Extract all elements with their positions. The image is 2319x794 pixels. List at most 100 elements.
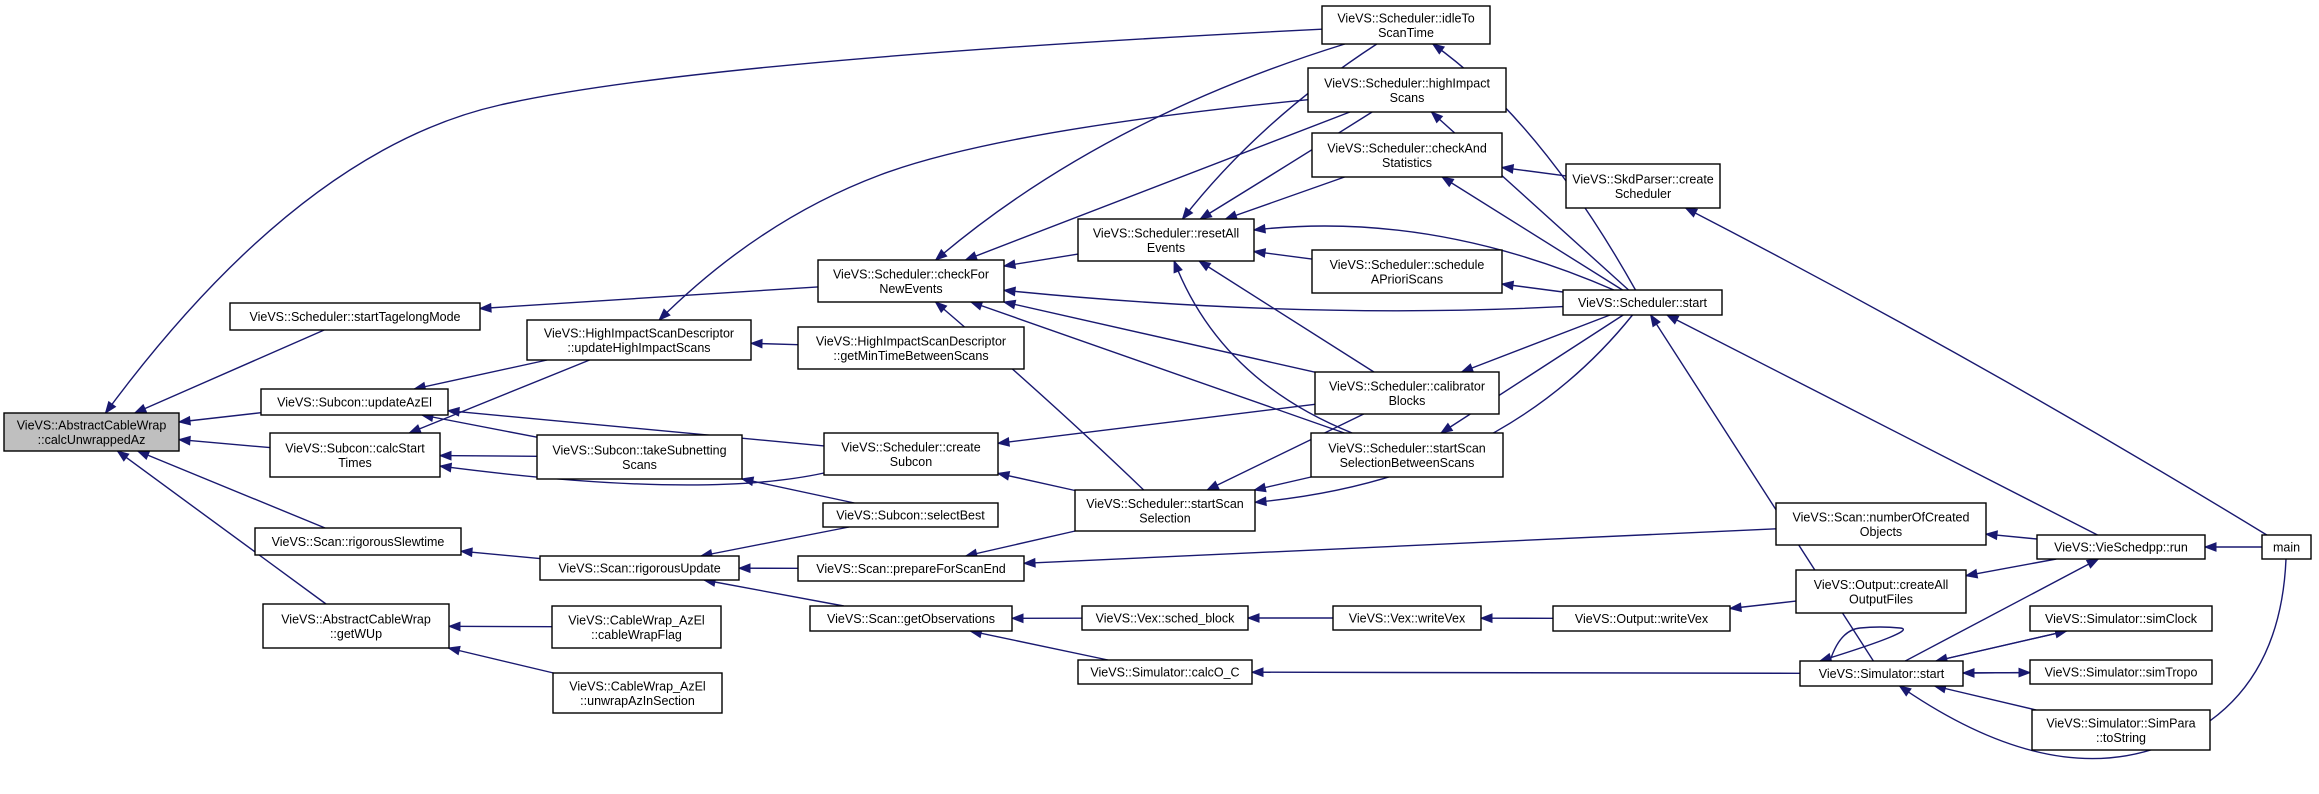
- edge-line: [658, 99, 1309, 321]
- edge-arrowhead: [2018, 667, 2032, 678]
- node-layer: VieVS::AbstractCableWrap::calcUnwrappedA…: [3, 5, 2312, 751]
- node-box[interactable]: [229, 302, 481, 331]
- node-box[interactable]: [809, 605, 1013, 632]
- edge-arrowhead: [136, 450, 151, 460]
- node-box[interactable]: [1077, 218, 1255, 262]
- call-edge: [1253, 476, 1312, 493]
- node-simulator-simpara-tostring[interactable]: VieVS::Simulator::SimPara::toString: [2031, 709, 2211, 751]
- node-label: VieVS::HighImpactScanDescriptor: [816, 334, 1006, 348]
- node-box[interactable]: [1799, 660, 1964, 687]
- edge-arrowhead: [104, 400, 117, 415]
- node-box[interactable]: [2036, 534, 2206, 560]
- node-scheduler-start[interactable]: VieVS::Scheduler::start: [1562, 289, 1723, 316]
- node-subcon-updateazel[interactable]: VieVS::Subcon::updateAzEl: [260, 388, 449, 416]
- node-box[interactable]: [822, 502, 999, 528]
- edge-line: [104, 28, 1323, 414]
- node-scan-rigorousslewtime[interactable]: VieVS::Scan::rigorousSlewtime: [254, 527, 462, 556]
- node-box[interactable]: [539, 555, 740, 581]
- node-box[interactable]: [551, 605, 722, 649]
- node-box[interactable]: [797, 555, 1025, 582]
- node-box[interactable]: [2029, 605, 2213, 632]
- call-edge: [104, 28, 1323, 415]
- node-box[interactable]: [2029, 659, 2213, 685]
- node-cablewrap-azel-cablewrapflag[interactable]: VieVS::CableWrap_AzEl::cableWrapFlag: [551, 605, 722, 649]
- node-abstractcablewrap-calcunwrappedaz[interactable]: VieVS::AbstractCableWrap::calcUnwrappedA…: [3, 412, 180, 452]
- call-edge: [478, 286, 819, 313]
- node-highimpactscandescriptor-getmintimebetweenscans[interactable]: VieVS::HighImpactScanDescriptor::getMinT…: [797, 326, 1025, 370]
- node-scheduler-starttagelongmode[interactable]: VieVS::Scheduler::startTagelongMode: [229, 302, 481, 331]
- node-box[interactable]: [526, 319, 752, 361]
- node-box[interactable]: [1310, 432, 1504, 478]
- node-box[interactable]: [1562, 289, 1723, 316]
- call-edge: [964, 530, 1076, 559]
- node-box[interactable]: [817, 259, 1005, 303]
- node-box[interactable]: [1332, 605, 1482, 631]
- node-box[interactable]: [260, 388, 449, 416]
- node-simulator-simtropo[interactable]: VieVS::Simulator::simTropo: [2029, 659, 2213, 685]
- node-box[interactable]: [1795, 569, 1967, 614]
- node-box[interactable]: [1775, 502, 1987, 546]
- node-main[interactable]: main: [2261, 534, 2312, 560]
- node-box[interactable]: [3, 412, 180, 452]
- edge-arrowhead: [969, 301, 984, 311]
- node-box[interactable]: [1081, 605, 1249, 631]
- node-scheduler-startscanselectionbetweenscans[interactable]: VieVS::Scheduler::startScanSelectionBetw…: [1310, 432, 1504, 478]
- edge-arrowhead: [447, 645, 461, 656]
- node-box[interactable]: [797, 326, 1025, 370]
- call-edge: [702, 577, 844, 607]
- node-scan-prepareforscanend[interactable]: VieVS::Scan::prepareForScanEnd: [797, 555, 1025, 582]
- node-box[interactable]: [269, 432, 441, 478]
- node-cablewrap-azel-unwrapazinsection[interactable]: VieVS::CableWrap_AzEl::unwrapAzInSection: [552, 672, 723, 714]
- node-box[interactable]: [552, 672, 723, 714]
- node-highimpactscandescriptor-updatehighimpactscans[interactable]: VieVS::HighImpactScanDescriptor::updateH…: [526, 319, 752, 361]
- edge-line: [137, 450, 326, 529]
- node-box[interactable]: [1314, 371, 1500, 415]
- edge-arrowhead: [1252, 248, 1267, 258]
- node-label: VieVS::Scheduler::startScan: [1328, 441, 1486, 455]
- node-vex-sched-block[interactable]: VieVS::Vex::sched_block: [1081, 605, 1249, 631]
- node-box[interactable]: [1565, 163, 1721, 209]
- call-edge: [2203, 542, 2262, 552]
- node-scan-rigorousupdate[interactable]: VieVS::Scan::rigorousUpdate: [539, 555, 740, 581]
- node-box[interactable]: [2261, 534, 2312, 560]
- call-edge: [447, 621, 553, 632]
- node-box[interactable]: [1311, 249, 1503, 294]
- node-box[interactable]: [254, 527, 462, 556]
- node-box[interactable]: [536, 434, 743, 480]
- call-edge: [1431, 43, 1637, 291]
- node-box[interactable]: [1321, 5, 1491, 45]
- node-abstractcablewrap-getwup[interactable]: VieVS::AbstractCableWrap::getWUp: [262, 603, 450, 649]
- node-simulator-start[interactable]: VieVS::Simulator::start: [1799, 660, 1964, 687]
- node-vieschedpp-run[interactable]: VieVS::VieSchedpp::run: [2036, 534, 2206, 560]
- node-simulator-calco-c[interactable]: VieVS::Simulator::calcO_C: [1077, 659, 1253, 685]
- node-subcon-selectbest[interactable]: VieVS::Subcon::selectBest: [822, 502, 999, 528]
- node-box[interactable]: [1311, 132, 1503, 178]
- node-box[interactable]: [823, 432, 999, 476]
- node-scan-getobservations[interactable]: VieVS::Scan::getObservations: [809, 605, 1013, 632]
- node-output-writevex[interactable]: VieVS::Output::writeVex: [1552, 605, 1731, 632]
- node-box[interactable]: [1077, 659, 1253, 685]
- node-vex-writevex[interactable]: VieVS::Vex::writeVex: [1332, 605, 1482, 631]
- node-label: SelectionBetweenScans: [1340, 456, 1475, 470]
- node-box[interactable]: [2031, 709, 2211, 751]
- node-box[interactable]: [1074, 489, 1256, 532]
- node-box[interactable]: [1552, 605, 1731, 632]
- edge-line: [1965, 558, 2057, 577]
- node-simulator-simclock[interactable]: VieVS::Simulator::simClock: [2029, 605, 2213, 632]
- node-box[interactable]: [1307, 67, 1507, 113]
- node-box[interactable]: [262, 603, 450, 649]
